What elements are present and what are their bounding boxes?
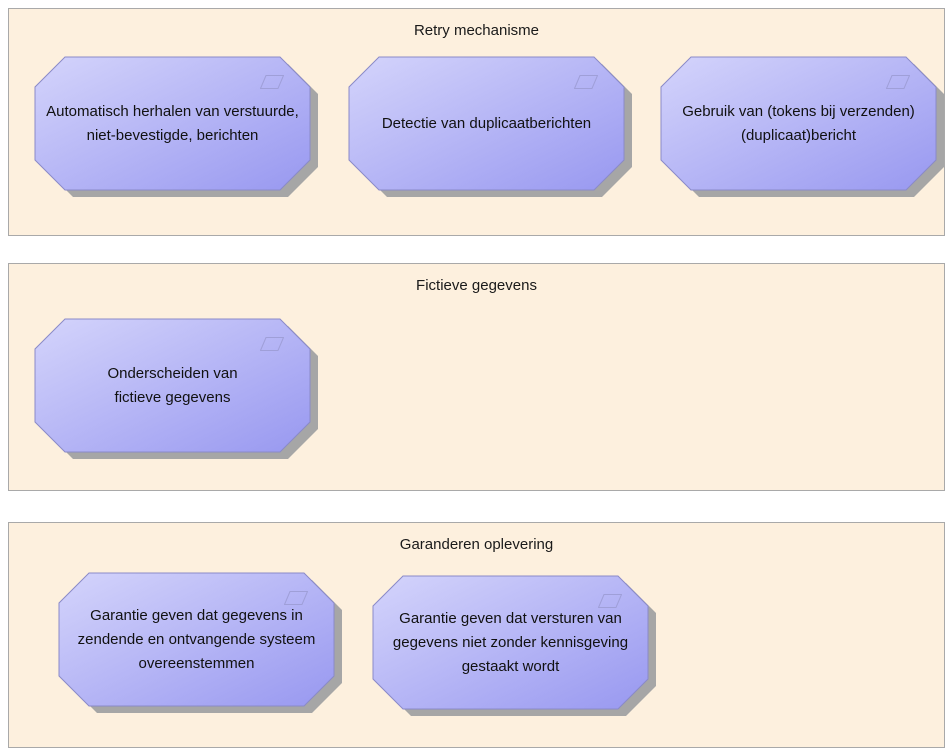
representation-icon bbox=[598, 594, 622, 608]
node-onderscheiden-fictieve-gegevens[interactable]: Onderscheiden van fictieve gegevens bbox=[34, 318, 318, 459]
node-label: Gebruik van (tokens bij verzenden) (dupl… bbox=[682, 102, 915, 144]
representation-icon bbox=[284, 591, 308, 605]
group-garanderen-oplevering[interactable]: Garanderen oplevering Garantie geven dat… bbox=[8, 522, 945, 748]
node-label: Automatisch herhalen van verstuurde, nie… bbox=[46, 102, 299, 144]
node-label: Garantie geven dat gegevens in zendende … bbox=[77, 606, 316, 672]
node-label: Onderscheiden van fictieve gegevens bbox=[107, 364, 238, 406]
node-shape bbox=[372, 575, 656, 716]
group-fictieve-gegevens[interactable]: Fictieve gegevens Onderscheiden van fict… bbox=[8, 263, 945, 491]
node-shape bbox=[34, 56, 318, 197]
representation-icon bbox=[886, 75, 910, 89]
representation-icon bbox=[260, 337, 284, 351]
group-title: Fictieve gegevens bbox=[416, 277, 537, 294]
node-label: Garantie geven dat versturen van gegeven… bbox=[392, 609, 629, 675]
node-shape bbox=[58, 572, 342, 713]
node-garantie-kennisgeving[interactable]: Garantie geven dat versturen van gegeven… bbox=[372, 575, 656, 716]
node-detectie-duplicaatberichten[interactable]: Detectie van duplicaatberichten bbox=[348, 56, 632, 197]
node-automatisch-herhalen[interactable]: Automatisch herhalen van verstuurde, nie… bbox=[34, 56, 318, 197]
node-shape bbox=[348, 56, 632, 197]
node-label: Detectie van duplicaatberichten bbox=[381, 114, 592, 132]
node-shape bbox=[34, 318, 318, 459]
node-garantie-overeenstemmen[interactable]: Garantie geven dat gegevens in zendende … bbox=[58, 572, 342, 713]
group-retry-mechanisme[interactable]: Retry mechanisme Automatisch herhalen va… bbox=[8, 8, 945, 236]
node-gebruik-tokens[interactable]: Gebruik van (tokens bij verzenden) (dupl… bbox=[660, 56, 944, 197]
representation-icon bbox=[574, 75, 598, 89]
group-title: Retry mechanisme bbox=[413, 22, 540, 39]
representation-icon bbox=[260, 75, 284, 89]
group-title: Garanderen oplevering bbox=[399, 536, 554, 553]
node-shape bbox=[660, 56, 944, 197]
